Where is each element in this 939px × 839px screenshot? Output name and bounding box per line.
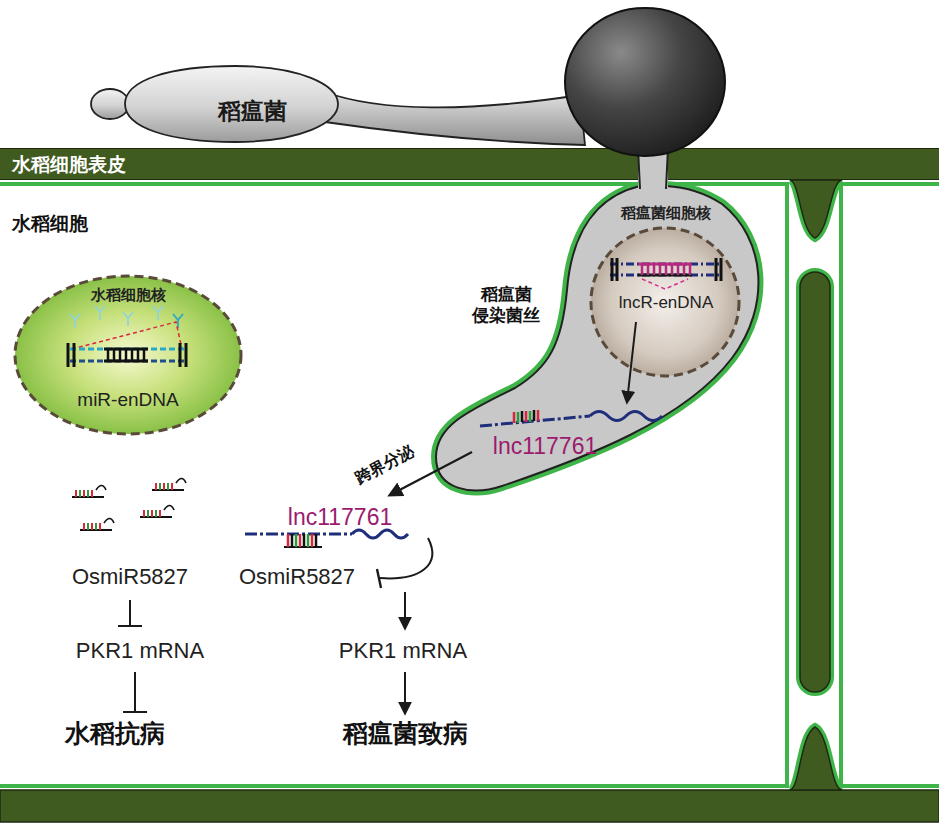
dna-ends — [612, 258, 721, 281]
dna-core — [638, 263, 692, 266]
mirna-loop — [96, 479, 186, 524]
duplex-bases — [292, 534, 316, 547]
activation-arrow — [404, 672, 406, 713]
cell-wall-knob — [790, 180, 842, 238]
mirna-hairpins — [72, 479, 186, 531]
lncrna-tail — [590, 412, 662, 421]
mirna-strand — [284, 546, 322, 548]
spore-cell: 稻瘟菌 — [85, 60, 445, 150]
transcript-icon — [173, 314, 183, 328]
secretion-arrow — [390, 452, 472, 495]
lncrna-name: lnc117761 — [470, 432, 620, 461]
hypha-title: 稻瘟菌 侵染菌丝 — [456, 284, 556, 327]
peg-edge — [666, 148, 668, 189]
lncrna-name: lnc117761 — [270, 503, 410, 532]
mirna-name: OsmiR5827 — [222, 563, 372, 591]
mirna-strand — [72, 490, 184, 530]
duplex-bases — [296, 534, 308, 547]
dna-core — [104, 348, 148, 351]
locus-name: lncR-enDNA — [587, 292, 745, 313]
epidermis-band: 水稻细胞表皮 — [0, 148, 939, 180]
dna-core — [638, 274, 692, 277]
dna-ends — [68, 343, 186, 367]
locus-name: miR-enDNA — [40, 388, 216, 412]
process-label: 跨界分泌 — [341, 435, 430, 495]
lncrna-strand — [245, 533, 352, 536]
inhibition-bar — [123, 672, 147, 712]
dna-rungs — [642, 264, 690, 275]
wall-outline — [800, 272, 830, 692]
rice-nucleus: 水稻细胞核 miR-enDNA — [12, 273, 244, 437]
peg-edge — [638, 148, 640, 189]
activation-arrow — [404, 592, 406, 628]
inhibition-bar — [377, 569, 381, 588]
dna-strand — [610, 274, 722, 277]
cell-wall — [800, 272, 830, 692]
fungal-nucleus: 稻瘟菌细胞核 lncR-enDNA — [587, 205, 745, 381]
dna-strand — [70, 360, 186, 363]
transcript-icons — [70, 306, 163, 328]
spore-tail-cell — [91, 89, 129, 119]
extrainvasive-membrane — [436, 186, 758, 490]
penetration-peg — [638, 140, 668, 192]
invasive-hypha: 稻瘟菌 侵染菌丝 lnc117761 稻瘟菌细胞核 lncR-enDNA — [420, 180, 780, 502]
gene-name: PKR1 mRNA — [318, 637, 488, 665]
cell-wall-knob — [790, 727, 842, 790]
plasma-membrane — [0, 184, 787, 786]
outcome-label: 水稻抗病 — [40, 718, 190, 749]
rice-cell: 水稻细胞水稻细胞核 miR-enDNA 稻瘟菌 侵染菌丝 lnc117761 稻瘟菌细胞… — [0, 178, 792, 792]
mirna-bases — [76, 483, 172, 530]
lncrna-strand — [480, 416, 590, 426]
germ-tube — [325, 92, 585, 145]
node-title: 稻瘟菌 — [190, 97, 314, 126]
sponge-inhibition — [380, 538, 432, 578]
outcome-label: 稻瘟菌致病 — [315, 718, 495, 749]
nucleus-title: 水稻细胞核 — [40, 286, 216, 305]
dashed-v — [642, 279, 688, 289]
hypha-wall — [436, 186, 758, 490]
cell-title: 水稻细胞 — [12, 212, 162, 236]
cell-wall-bottom — [0, 790, 939, 822]
gene-name: PKR1 mRNA — [55, 637, 225, 665]
inhibition-bar — [118, 600, 142, 626]
plasma-membrane — [839, 184, 843, 786]
band-title: 水稻细胞表皮 — [12, 153, 232, 177]
base-marks — [522, 410, 534, 422]
lncrna-tail — [352, 530, 408, 538]
mirna-bases — [80, 483, 168, 530]
base-marks — [514, 410, 538, 423]
mirna-name: OsmiR5827 — [55, 563, 205, 591]
red-dashed-link — [72, 322, 182, 349]
spore-body — [125, 66, 338, 142]
transcription-arrow — [627, 322, 636, 402]
lncr-endna-locus — [610, 258, 722, 289]
duplex-bases — [288, 534, 312, 547]
dna-strand — [70, 348, 186, 351]
appressorium — [565, 8, 725, 156]
wall-outline — [790, 180, 842, 238]
nucleus-title: 稻瘟菌细胞核 — [587, 204, 745, 223]
wall-outline — [790, 727, 842, 790]
nucleus-envelope — [15, 276, 241, 434]
dna-rungs — [108, 349, 144, 361]
dna-strand — [610, 263, 722, 266]
mir-endna-locus — [68, 306, 186, 367]
dna-core — [104, 360, 148, 363]
base-marks — [518, 411, 530, 423]
